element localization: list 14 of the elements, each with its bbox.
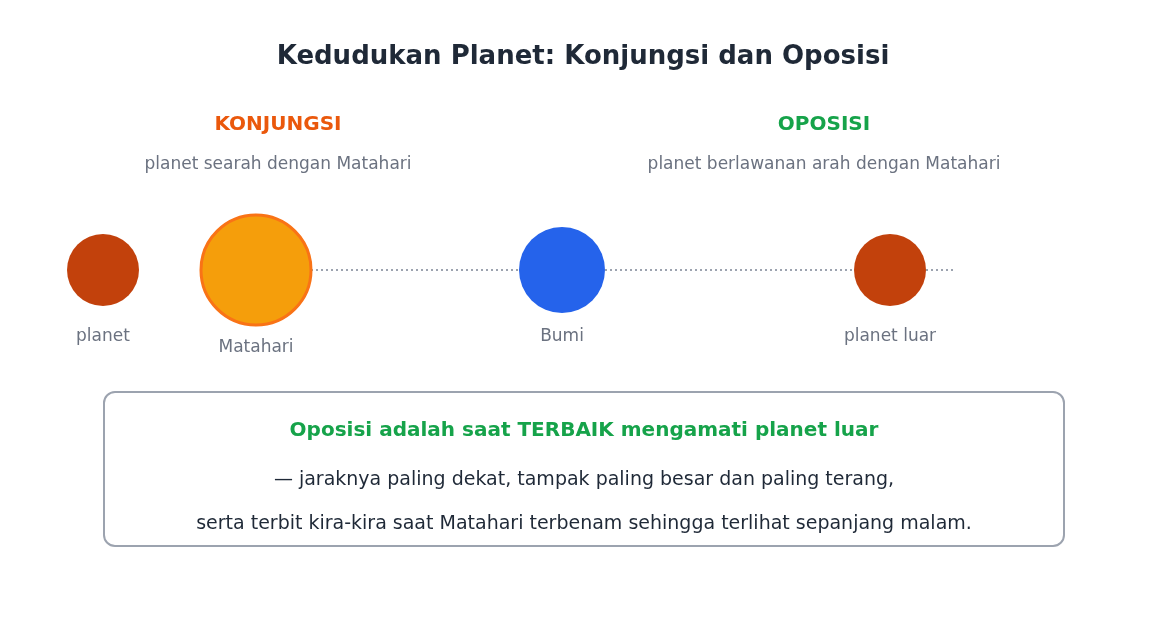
dotted-line xyxy=(925,269,956,271)
dotted-line xyxy=(310,269,520,271)
planet-label: planet xyxy=(76,325,130,345)
planet-label: Matahari xyxy=(218,336,294,356)
section-subtitle: planet searah dengan Matahari xyxy=(144,153,412,173)
planet-label: planet luar xyxy=(843,325,937,345)
note-card xyxy=(103,391,1065,547)
section-heading: KONJUNGSI xyxy=(214,111,342,135)
note-text: serta terbit kira-kira saat Matahari terbenam sehingga terlihat sepanjang malam. xyxy=(196,511,972,533)
section-subtitle: planet berlawanan arah dengan Matahari xyxy=(647,153,1001,173)
planet-label: Bumi xyxy=(540,325,584,345)
section-heading: OPOSISI xyxy=(777,111,871,135)
note-text: — jaraknya paling dekat, tampak paling besar dan paling terang, xyxy=(273,467,895,489)
note-heading: Oposisi adalah saat TERBAIK mengamati planet luar xyxy=(289,417,879,441)
